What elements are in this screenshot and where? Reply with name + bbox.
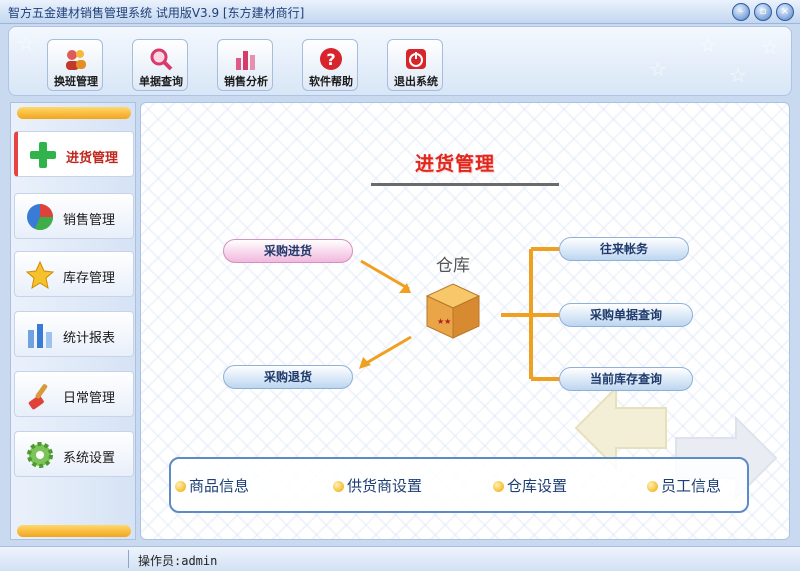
toolbar-button-label: 销售分析 <box>224 75 268 88</box>
main-panel: 进货管理 采购进货 采购退货 仓库 ★★ <box>140 102 790 540</box>
purchase-query-button[interactable]: 采购单据查询 <box>559 303 693 327</box>
page-title: 进货管理 <box>415 153 496 175</box>
help-button[interactable]: ? 软件帮助 <box>302 39 358 91</box>
brush-icon <box>28 384 48 410</box>
exit-button[interactable]: 退出系统 <box>387 39 443 91</box>
help-icon: ? <box>320 48 342 70</box>
quick-link-label: 商品信息 <box>189 477 250 495</box>
sidebar: 进货管理 销售管理 库存管理 统计报表 日常管理 系统设置 <box>10 102 136 540</box>
flow-connectors <box>359 247 559 381</box>
sidebar-item-settings[interactable]: 系统设置 <box>14 431 134 477</box>
close-icon[interactable]: × <box>776 3 794 21</box>
sidebar-item-daily[interactable]: 日常管理 <box>14 371 134 417</box>
sidebar-item-label: 销售管理 <box>63 213 116 228</box>
toolbar-button-label: 退出系统 <box>394 75 438 88</box>
sidebar-bottom-bar <box>17 525 131 537</box>
bullet-icon <box>175 481 186 492</box>
star-decoration-icon: ☆ <box>761 35 779 59</box>
operator-status: 操作员:admin <box>138 554 218 568</box>
toolbar-button-label: 换班管理 <box>54 75 98 88</box>
sidebar-top-bar <box>17 107 131 119</box>
quick-link-label: 员工信息 <box>661 477 722 495</box>
sidebar-item-label: 日常管理 <box>63 391 116 406</box>
accounts-button[interactable]: 往来帐务 <box>559 237 689 261</box>
sidebar-item-label: 进货管理 <box>66 151 119 166</box>
warehouse-box-icon: ★★ <box>425 283 481 339</box>
bar-chart-icon <box>28 324 52 348</box>
sales-analysis-button[interactable]: 销售分析 <box>217 39 273 91</box>
plus-icon <box>30 142 56 168</box>
sidebar-item-inventory[interactable]: 库存管理 <box>14 251 134 297</box>
pie-chart-icon <box>27 204 53 230</box>
stock-query-button[interactable]: 当前库存查询 <box>559 367 693 391</box>
power-icon <box>406 49 426 69</box>
gear-icon <box>27 442 53 468</box>
shift-management-button[interactable]: 换班管理 <box>47 39 103 91</box>
sidebar-item-purchase[interactable]: 进货管理 <box>14 131 134 177</box>
quick-link-label: 仓库设置 <box>507 477 568 495</box>
quick-link-warehouses[interactable]: 仓库设置 <box>493 475 567 496</box>
sidebar-item-sales[interactable]: 销售管理 <box>14 193 134 239</box>
bullet-icon <box>493 481 504 492</box>
bar-chart-icon <box>236 51 255 70</box>
purchase-return-button[interactable]: 采购退货 <box>223 365 353 389</box>
status-bar: 操作员:admin <box>0 546 800 571</box>
minimize-icon[interactable]: – <box>732 3 750 21</box>
toolbar-button-label: 单据查询 <box>139 75 183 88</box>
sidebar-item-reports[interactable]: 统计报表 <box>14 311 134 357</box>
document-query-button[interactable]: 单据查询 <box>132 39 188 91</box>
svg-text:?: ? <box>326 50 335 69</box>
bullet-icon <box>647 481 658 492</box>
sidebar-item-label: 系统设置 <box>63 451 116 466</box>
star-decoration-icon: ☆ <box>699 33 717 57</box>
toolbar: ☆ ☆ ☆ ☆ ☆ 换班管理 单据查询 销售分析 ? 软件帮助 <box>8 26 792 96</box>
magnifier-icon <box>150 48 173 71</box>
bullet-icon <box>333 481 344 492</box>
quick-link-label: 供货商设置 <box>347 477 423 495</box>
toolbar-button-label: 软件帮助 <box>309 75 353 88</box>
title-underline <box>371 183 559 186</box>
quick-link-suppliers[interactable]: 供货商设置 <box>333 475 422 496</box>
window-title: 智方五金建材销售管理系统 试用版V3.9 [东方建材商行] <box>8 6 305 20</box>
purchase-in-button[interactable]: 采购进货 <box>223 239 353 263</box>
restore-icon[interactable]: ▫ <box>754 3 772 21</box>
star-icon <box>25 260 55 290</box>
quick-links-panel: 商品信息 供货商设置 仓库设置 员工信息 <box>169 457 749 513</box>
star-decoration-icon: ☆ <box>649 57 667 81</box>
warehouse-label: 仓库 <box>436 256 470 276</box>
sidebar-item-label: 库存管理 <box>63 271 116 286</box>
status-separator <box>128 550 129 568</box>
quick-link-products[interactable]: 商品信息 <box>175 475 249 496</box>
sidebar-item-label: 统计报表 <box>63 331 116 346</box>
users-icon <box>66 50 86 70</box>
title-bar: 智方五金建材销售管理系统 试用版V3.9 [东方建材商行] – ▫ × <box>0 0 800 24</box>
star-decoration-icon: ☆ <box>729 63 747 87</box>
quick-link-employees[interactable]: 员工信息 <box>647 475 721 496</box>
svg-text:★★: ★★ <box>437 317 451 326</box>
star-decoration-icon: ☆ <box>17 31 35 55</box>
